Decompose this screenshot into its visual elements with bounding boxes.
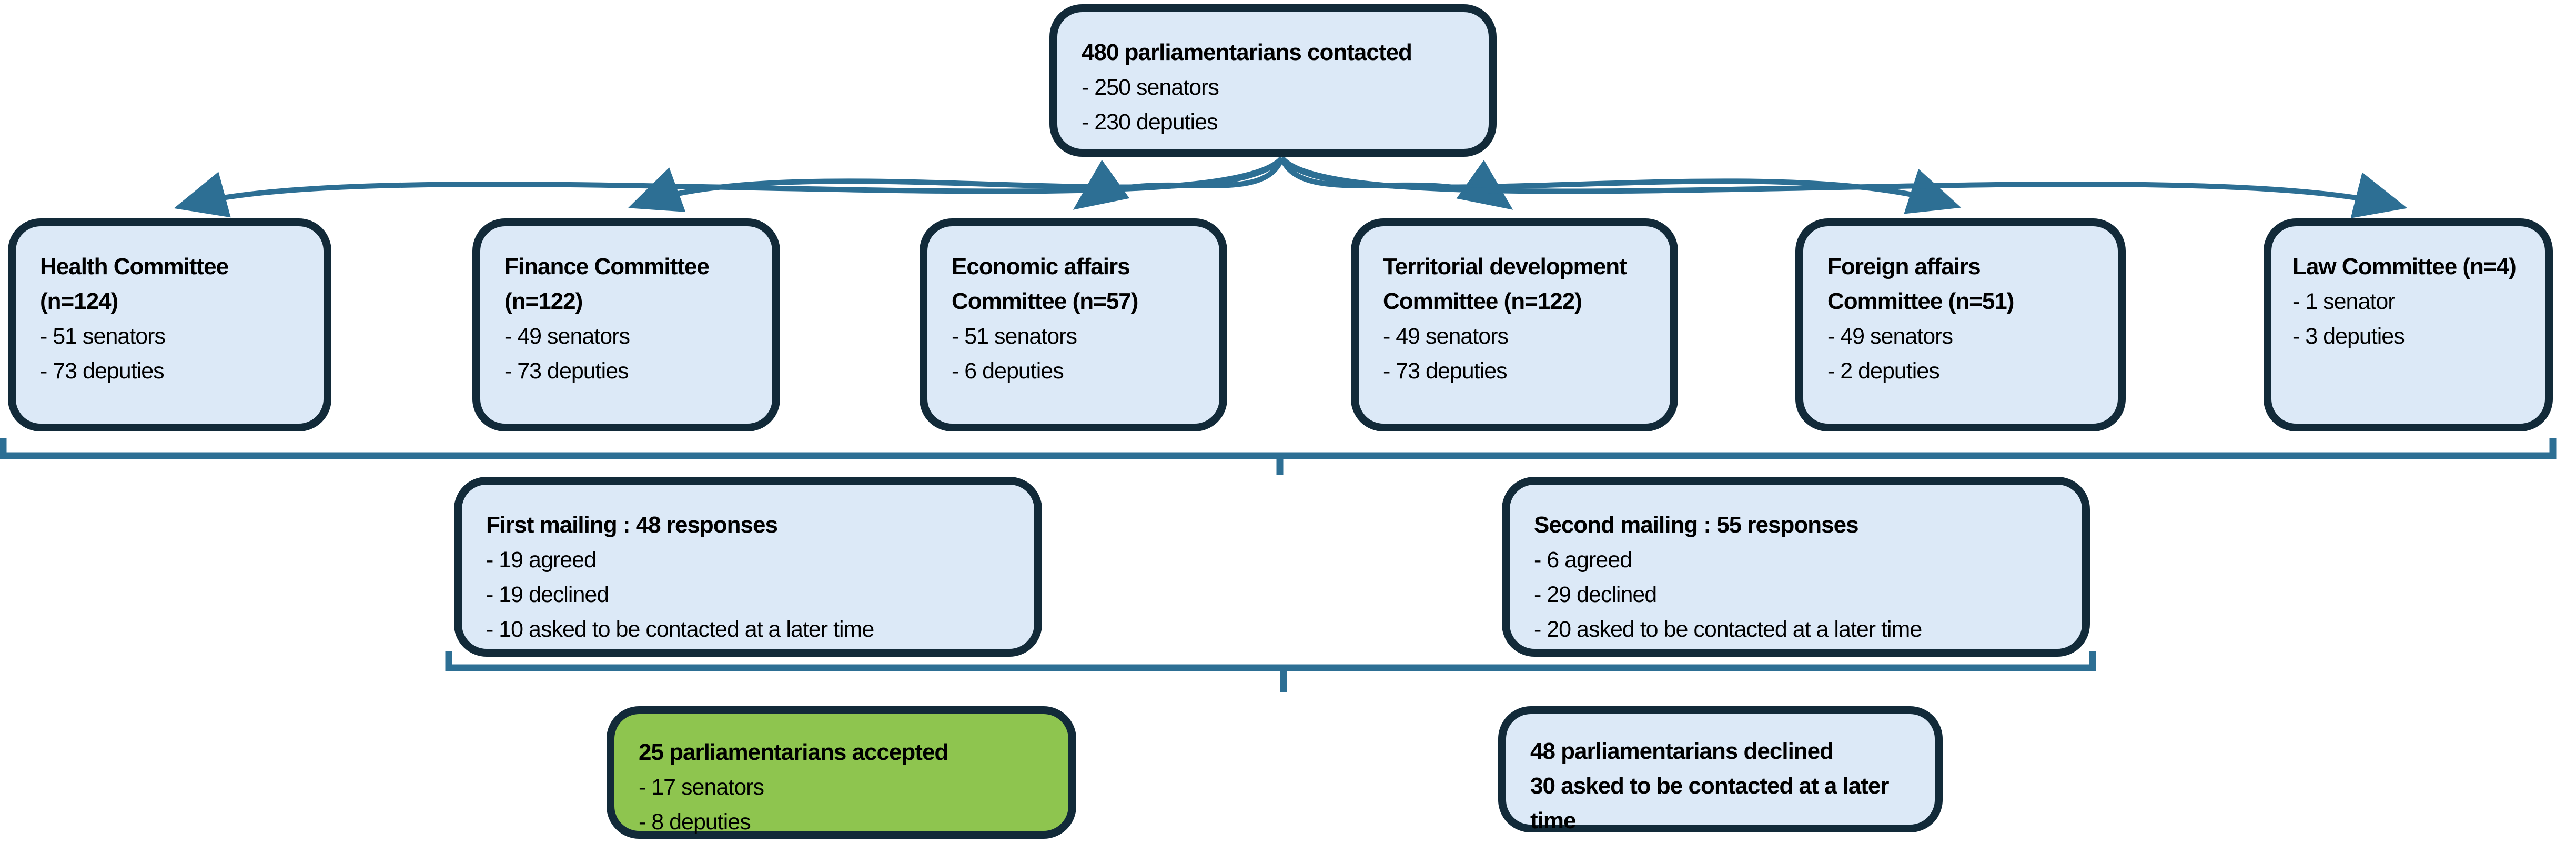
arrow-to-finance-committee [628, 156, 1284, 212]
first-mailing-later-line: - 10 asked to be contacted at a later ti… [486, 617, 874, 642]
second-mailing-declined-line: - 29 declined [1534, 582, 1657, 607]
law-committee-box: Law Committee (n=4) - 1 senator - 3 depu… [2264, 218, 2553, 431]
arrow-to-health-committee [174, 156, 1284, 218]
territorial-committee-box: Territorial development Committee (n=122… [1351, 218, 1678, 431]
second-mailing-agreed-line: - 6 agreed [1534, 547, 1632, 573]
accepted-deputies-line: - 8 deputies [639, 809, 751, 835]
declined-later-line: 30 asked to be contacted at a later time [1530, 773, 1890, 834]
finance-senators-line: - 49 senators [504, 324, 630, 349]
law-deputies-line: - 3 deputies [2292, 324, 2405, 349]
root-deputies-line: - 230 deputies [1082, 109, 1218, 135]
arrow-to-foreign-committee [1280, 156, 1962, 214]
second-mailing-title: Second mailing : 55 responses [1534, 512, 1859, 538]
arrow-to-law-committee [1280, 156, 2408, 218]
second-mailing-box: Second mailing : 55 responses - 6 agreed… [1502, 477, 2090, 657]
arrow-to-economic-committee [1073, 157, 1285, 210]
foreign-committee-box: Foreign affairs Committee (n=51) - 49 se… [1795, 218, 2126, 431]
arrow-to-territorial-committee [1279, 157, 1513, 210]
health-deputies-line: - 73 deputies [40, 358, 165, 384]
declined-count-line: 48 parliamentarians declined [1530, 738, 1834, 764]
root-senators-line: - 250 senators [1082, 75, 1219, 100]
territorial-deputies-line: - 73 deputies [1383, 358, 1508, 384]
territorial-committee-title: Territorial development Committee (n=122… [1383, 254, 1627, 314]
economic-senators-line: - 51 senators [952, 324, 1077, 349]
finance-committee-box: Finance Committee (n=122) - 49 senators … [472, 218, 780, 431]
first-mailing-agreed-line: - 19 agreed [486, 547, 597, 573]
health-committee-box: Health Committee (n=124) - 51 senators -… [8, 218, 331, 431]
foreign-committee-title: Foreign affairs Committee (n=51) [1827, 254, 2014, 314]
accepted-outcome-title: 25 parliamentarians accepted [639, 739, 948, 765]
law-committee-title: Law Committee (n=4) [2292, 254, 2517, 279]
foreign-deputies-line: - 2 deputies [1827, 358, 1940, 384]
accepted-senators-line: - 17 senators [639, 775, 764, 800]
law-senators-line: - 1 senator [2292, 289, 2396, 314]
foreign-senators-line: - 49 senators [1827, 324, 1953, 349]
accepted-outcome-box: 25 parliamentarians accepted - 17 senato… [607, 706, 1076, 839]
health-committee-title: Health Committee (n=124) [40, 254, 229, 314]
economic-committee-title: Economic affairs Committee (n=57) [952, 254, 1138, 314]
second-mailing-later-line: - 20 asked to be contacted at a later ti… [1534, 617, 1922, 642]
first-mailing-box: First mailing : 48 responses - 19 agreed… [454, 477, 1042, 657]
root-contacted-title: 480 parliamentarians contacted [1082, 39, 1412, 65]
territorial-senators-line: - 49 senators [1383, 324, 1509, 349]
health-senators-line: - 51 senators [40, 324, 166, 349]
declined-outcome-box: 48 parliamentarians declined 30 asked to… [1498, 706, 1943, 834]
economic-committee-box: Economic affairs Committee (n=57) - 51 s… [920, 218, 1227, 431]
finance-committee-title: Finance Committee (n=122) [504, 254, 710, 314]
first-mailing-declined-line: - 19 declined [486, 582, 609, 607]
first-mailing-title: First mailing : 48 responses [486, 512, 778, 538]
root-contacted-box: 480 parliamentarians contacted - 250 sen… [1049, 4, 1497, 157]
finance-deputies-line: - 73 deputies [504, 358, 629, 384]
economic-deputies-line: - 6 deputies [952, 358, 1064, 384]
bracket-committees [0, 438, 2557, 459]
